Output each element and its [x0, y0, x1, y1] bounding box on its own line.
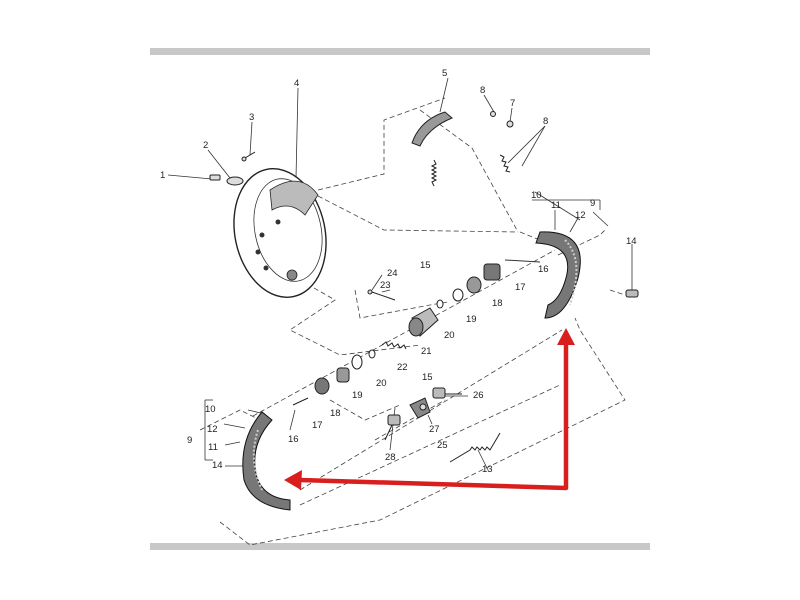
- part-label-8b: 8: [543, 116, 548, 127]
- part-labels: 1 2 3 4 5 7 8 8 9 10 11 12 14 15 16 17 1…: [160, 68, 637, 475]
- part-label-9-right: 9: [590, 198, 595, 209]
- part-label-20-right: 20: [444, 330, 455, 341]
- part-label-7: 7: [510, 98, 515, 109]
- part-label-14-right: 14: [626, 236, 637, 247]
- part-label-19-right: 19: [466, 314, 477, 325]
- part-label-16-left: 16: [288, 434, 299, 445]
- part-label-11-left: 11: [208, 442, 218, 453]
- part-label-9-left: 9: [187, 435, 192, 446]
- part-label-12-left: 12: [207, 424, 218, 435]
- assembly-guide-lines: [199, 97, 626, 546]
- part-label-25: 25: [437, 440, 448, 451]
- part-label-26: 26: [473, 390, 484, 401]
- part-label-13: 13: [482, 464, 493, 475]
- part-label-27: 27: [429, 424, 440, 435]
- part-label-28: 28: [385, 452, 396, 463]
- leader-lines: [167, 77, 633, 471]
- lower-return-spring: [449, 432, 501, 463]
- part-label-19-left: 19: [352, 390, 363, 401]
- pin-washer-hardware: [209, 151, 256, 186]
- part-label-10-left: 10: [205, 404, 216, 415]
- adjuster-screw-right: [625, 289, 639, 298]
- backing-plate: [233, 168, 327, 298]
- part-label-16-right: 16: [538, 264, 549, 275]
- part-label-4: 4: [294, 78, 299, 89]
- upper-springs: [430, 111, 514, 187]
- adjuster-assembly: [384, 387, 462, 441]
- part-label-1: 1: [160, 170, 165, 181]
- parking-lever: [411, 111, 453, 147]
- part-label-2: 2: [203, 140, 208, 151]
- part-label-17-right: 17: [515, 282, 526, 293]
- wheel-cylinder-parts: [292, 259, 541, 406]
- part-label-18-left: 18: [330, 408, 341, 419]
- part-label-21: 21: [421, 346, 432, 357]
- part-label-8a: 8: [480, 85, 485, 96]
- part-label-10-right: 10: [531, 190, 542, 201]
- brake-shoe-left: [242, 411, 291, 511]
- part-label-20-left: 20: [376, 378, 387, 389]
- top-frame-bar: [150, 48, 650, 55]
- part-label-22: 22: [397, 362, 408, 373]
- part-label-3: 3: [249, 112, 254, 123]
- part-label-18-right: 18: [492, 298, 503, 309]
- part-label-14-left: 14: [212, 460, 223, 471]
- part-label-24: 24: [387, 268, 398, 279]
- bottom-frame-bar: [150, 543, 650, 550]
- part-label-15b: 15: [422, 372, 433, 383]
- part-label-17-left: 17: [312, 420, 323, 431]
- part-label-12-right: 12: [575, 210, 586, 221]
- part-label-23: 23: [380, 280, 391, 291]
- brake-shoe-right: [535, 231, 581, 319]
- part-label-15a: 15: [420, 260, 431, 271]
- part-label-5: 5: [442, 68, 447, 79]
- highlight-arrow: [284, 328, 575, 491]
- part-label-11-right: 11: [551, 200, 561, 211]
